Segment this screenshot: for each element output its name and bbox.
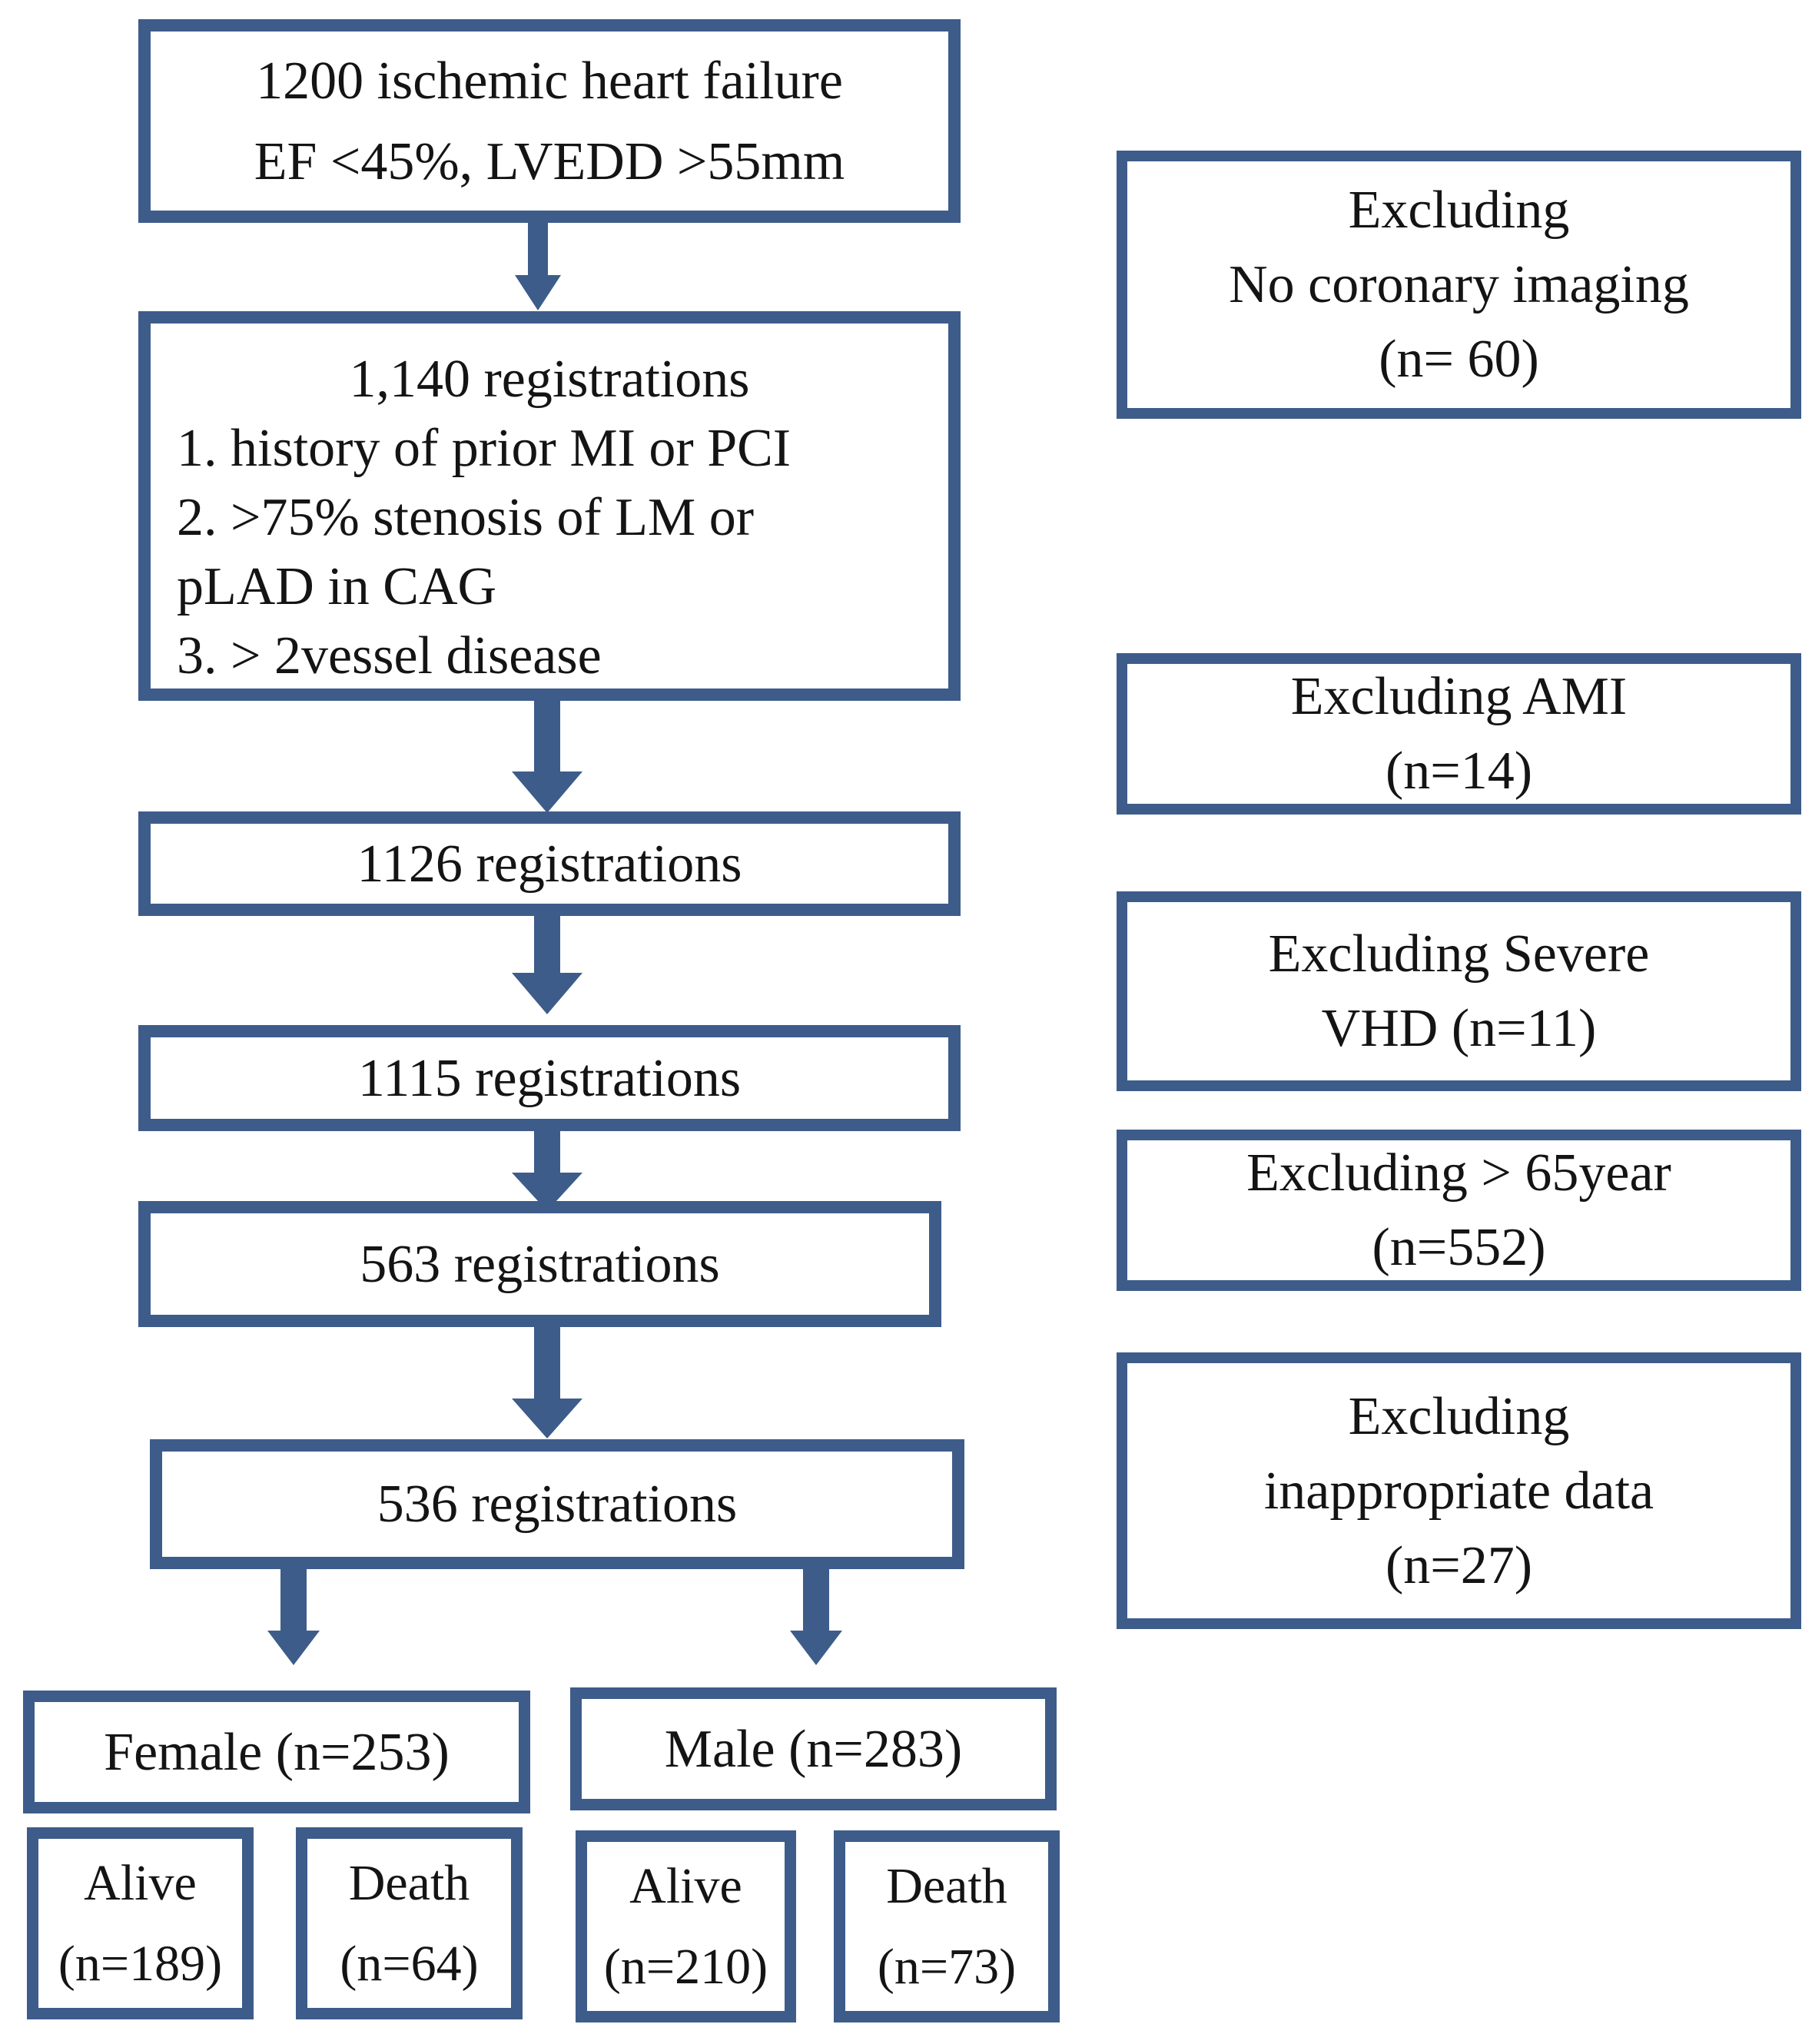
box-text-line: Excluding [1348,181,1570,240]
box-text-line: Excluding Severe [1268,924,1650,984]
box-text-line: 1,140 registrations [349,350,750,409]
box-text-line: (n=64) [340,1936,479,1992]
box-excluding-inappropriate-data: Excluding inappropriate data (n=27) [1117,1352,1801,1629]
box-text-line: Excluding > 65year [1246,1143,1671,1203]
box-text-line: Death [348,1855,470,1911]
box-text-line: (n=73) [877,1939,1017,1995]
down-arrow-male-stem [803,1568,829,1631]
box-text-line: (n=14) [1385,742,1533,801]
box-text-line: (n=27) [1385,1535,1533,1595]
box-male-death: Death (n=73) [834,1830,1060,2022]
box-text-line: 1. history of prior MI or PCI [177,419,792,478]
box-text-line: No coronary imaging [1229,255,1689,314]
box-text-line: pLAD in CAG [177,557,497,616]
down-arrow-male-head [790,1631,842,1665]
box-text-line: VHD (n=11) [1321,999,1597,1058]
box-female: Female (n=253) [23,1691,530,1813]
box-text-line: 1200 ischemic heart failure [256,51,843,111]
box-excluding-ami: Excluding AMI (n=14) [1117,653,1801,815]
box-text-line: 1126 registrations [357,834,742,894]
down-arrow-1-head [515,275,561,310]
box-male-alive: Alive (n=210) [576,1830,796,2022]
box-text-line: Male (n=283) [664,1719,963,1779]
down-arrow-2-stem [534,699,560,771]
down-arrow-2-head [512,771,582,813]
box-text-line: 1115 registrations [357,1048,742,1108]
box-initial-cohort: 1200 ischemic heart failure EF <45%, LVE… [138,19,961,223]
box-text-line: 2. >75% stenosis of LM or [177,488,755,547]
box-text-line: EF <45%, LVEDD >55mm [254,131,845,191]
down-arrow-4-stem [534,1130,560,1173]
box-text-line: Death [886,1858,1007,1914]
box-registrations-563: 563 registrations [138,1201,941,1327]
box-registrations-1140: 1,140 registrations 1. history of prior … [138,311,961,701]
box-text-line: Female (n=253) [104,1722,450,1782]
box-text-line: 536 registrations [377,1475,738,1534]
box-female-alive: Alive (n=189) [27,1827,254,2019]
box-text-line: Excluding [1348,1386,1570,1446]
box-excluding-no-coronary-imaging: Excluding No coronary imaging (n= 60) [1117,151,1801,419]
box-text-line: (n=189) [58,1936,223,1992]
box-text-line: Excluding AMI [1290,667,1628,726]
box-registrations-1126: 1126 registrations [138,811,961,916]
box-text-line: (n= 60) [1379,330,1539,389]
box-female-death: Death (n=64) [296,1827,523,2019]
down-arrow-3-stem [534,914,560,973]
box-text-line: Alive [84,1855,197,1911]
down-arrow-female-stem [280,1568,307,1631]
box-text-line: 563 registrations [360,1234,720,1294]
box-excluding-severe-vhd: Excluding Severe VHD (n=11) [1117,891,1801,1091]
box-registrations-1115: 1115 registrations [138,1025,961,1131]
box-text-line: Alive [629,1858,742,1914]
box-male: Male (n=283) [570,1687,1057,1810]
box-text-line: (n=210) [603,1939,768,1995]
down-arrow-1-stem [528,221,548,275]
box-text-line: inappropriate data [1263,1461,1654,1521]
down-arrow-female-head [267,1631,320,1665]
box-excluding-over-65: Excluding > 65year (n=552) [1117,1130,1801,1291]
down-arrow-3-head [512,973,582,1014]
box-text-line: 3. > 2vessel disease [177,626,602,685]
down-arrow-5-head [512,1399,582,1438]
down-arrow-5-stem [534,1326,560,1399]
box-registrations-536: 536 registrations [150,1439,964,1569]
box-text-line: (n=552) [1372,1218,1546,1277]
